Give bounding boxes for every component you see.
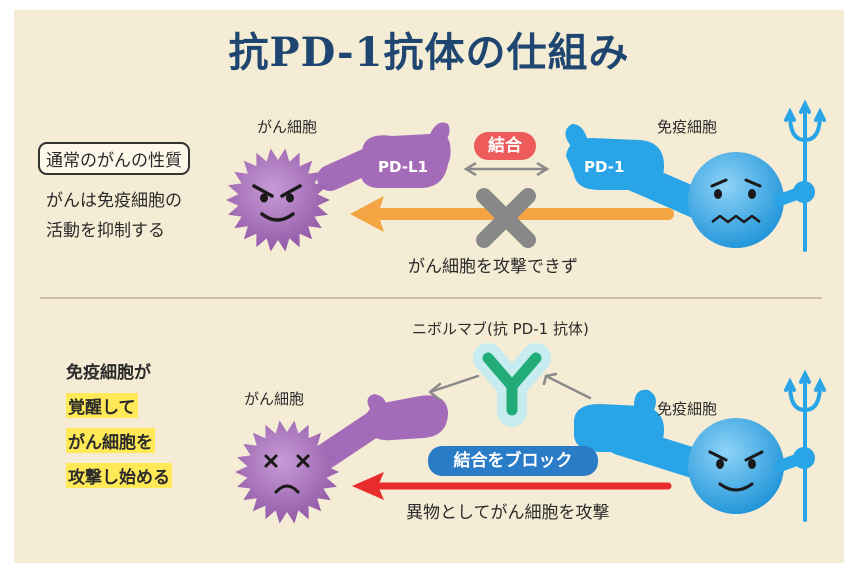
page-title: 抗PD-1抗体の仕組み: [228, 29, 630, 76]
immune-cell-label-top: 免疫細胞: [657, 118, 718, 136]
bind-badge: 結合: [474, 132, 536, 160]
awaken-line2: 覚醒して: [66, 393, 138, 418]
worried-face: [710, 178, 762, 224]
knocked-out-face: [264, 454, 310, 494]
antibody-arrows: [428, 372, 592, 402]
awaken-line1: 免疫細胞が: [66, 363, 151, 383]
cannot-attack-label: がん細胞を攻撃できず: [408, 257, 578, 277]
block-x-icon: [476, 188, 536, 248]
pdl1-label: PD-L1: [378, 158, 428, 176]
block-badge: 結合をブロック: [428, 446, 598, 476]
pdl1-receptor-bottom: [365, 394, 448, 441]
attack-label: 異物としてがん細胞を攻撃: [406, 503, 610, 523]
antibody-label: ニボルマブ(抗 PD-1 抗体): [412, 320, 589, 338]
cancer-cell-top: [226, 122, 451, 252]
awaken-line3: がん細胞を: [66, 428, 155, 453]
cancer-cell-spiky-body: [226, 148, 330, 252]
cancer-cell-label-bottom: がん細胞: [244, 390, 305, 408]
angry-face: [252, 184, 302, 222]
trident-icon-top: [784, 99, 826, 252]
awaken-line4: 攻撃し始める: [66, 463, 172, 488]
cancer-cell-bottom: [235, 394, 448, 524]
suppress-desc-line2: 活動を抑制する: [46, 221, 165, 241]
pd1-receptor-top: [565, 124, 664, 190]
normal-cancer-trait-label: 通常のがんの性質: [38, 142, 190, 175]
immune-cell-label-bottom: 免疫細胞: [657, 400, 718, 418]
immune-cell-bottom: [574, 369, 826, 522]
cancer-cell-label-top: がん細胞: [257, 118, 318, 136]
pd1-label: PD-1: [584, 158, 625, 176]
suppress-arrow: [350, 196, 674, 232]
trident-icon-bottom: [784, 369, 826, 522]
double-arrow-bind: [463, 161, 550, 177]
attack-arrow: [352, 472, 672, 500]
section-divider: [40, 297, 822, 299]
pd1-receptor-bottom: [574, 389, 664, 452]
suppress-desc-line1: がんは免疫細胞の: [46, 191, 182, 211]
immune-cell-top: [565, 99, 826, 252]
antibody-y-icon: [473, 343, 551, 427]
determined-face: [708, 450, 764, 492]
pdl1-receptor-top: [360, 122, 451, 188]
